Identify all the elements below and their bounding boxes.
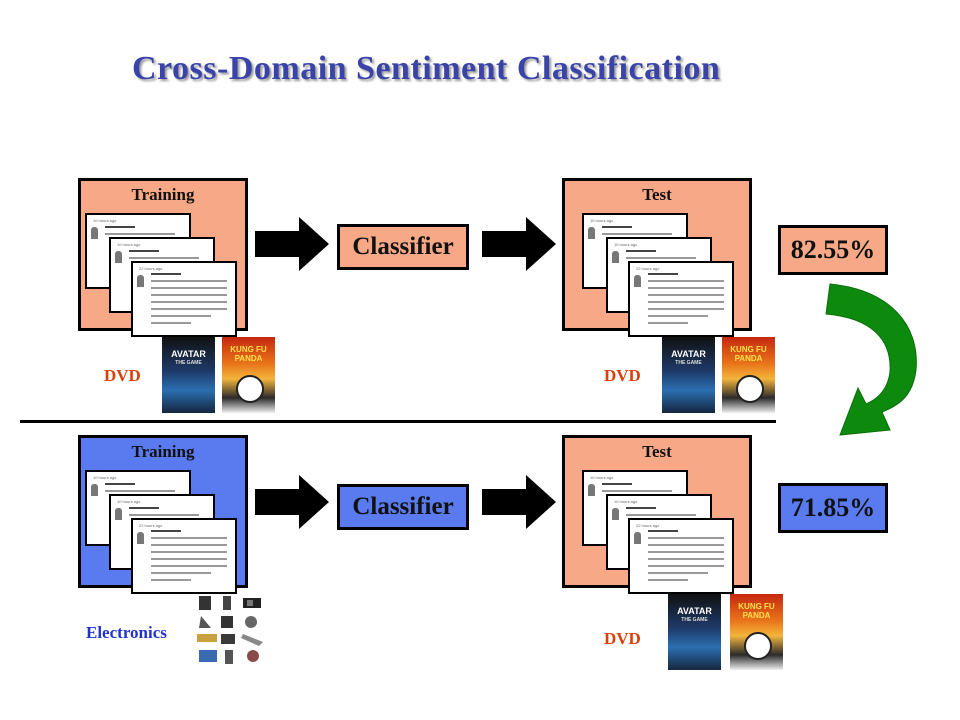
right-arrow-icon: [255, 217, 329, 271]
kung-fu-panda-cover: KUNG FU PANDA: [722, 337, 775, 413]
accuracy-box: 82.55%: [778, 225, 888, 275]
test-domain-label: DVD: [604, 366, 641, 385]
slide-title: Cross-Domain Sentiment Classification: [132, 50, 721, 87]
kung-fu-panda-cover: KUNG FU PANDA: [222, 337, 275, 413]
test-panel-dvd: Test 10 hours ago 10 hours ago 22 hours …: [562, 435, 752, 594]
review-document: 22 hours ago: [131, 261, 237, 337]
review-document: 22 hours ago: [628, 518, 734, 594]
classifier-box: Classifier: [337, 224, 469, 270]
training-domain-label: DVD: [104, 366, 141, 385]
electronics-products-icon: [197, 596, 263, 664]
right-arrow-icon: [255, 475, 329, 529]
avatar-game-cover: AVATAR THE GAME: [668, 594, 721, 670]
test-panel-dvd: Test 10 hours ago 10 hours ago 22 hours …: [562, 178, 752, 337]
training-label: Training: [131, 442, 195, 461]
row-divider: [20, 420, 776, 423]
avatar-game-cover: AVATAR THE GAME: [662, 337, 715, 413]
avatar-game-cover: AVATAR THE GAME: [162, 337, 215, 413]
review-document: 22 hours ago: [131, 518, 237, 594]
right-arrow-icon: [482, 217, 556, 271]
training-panel-dvd: Training 10 hours ago 10 hours ago 22 ho…: [78, 178, 248, 337]
review-document: 22 hours ago: [628, 261, 734, 337]
classifier-box: Classifier: [337, 484, 469, 530]
kung-fu-panda-cover: KUNG FU PANDA: [730, 594, 783, 670]
training-domain-label: Electronics: [86, 623, 167, 642]
curved-down-arrow-icon: [825, 283, 917, 436]
training-panel-electronics: Training 10 hours ago 10 hours ago 22 ho…: [78, 435, 248, 594]
test-label: Test: [642, 442, 672, 461]
accuracy-box: 71.85%: [778, 483, 888, 533]
right-arrow-icon: [482, 475, 556, 529]
test-domain-label: DVD: [604, 629, 641, 648]
test-label: Test: [642, 185, 672, 204]
training-label: Training: [131, 185, 195, 204]
